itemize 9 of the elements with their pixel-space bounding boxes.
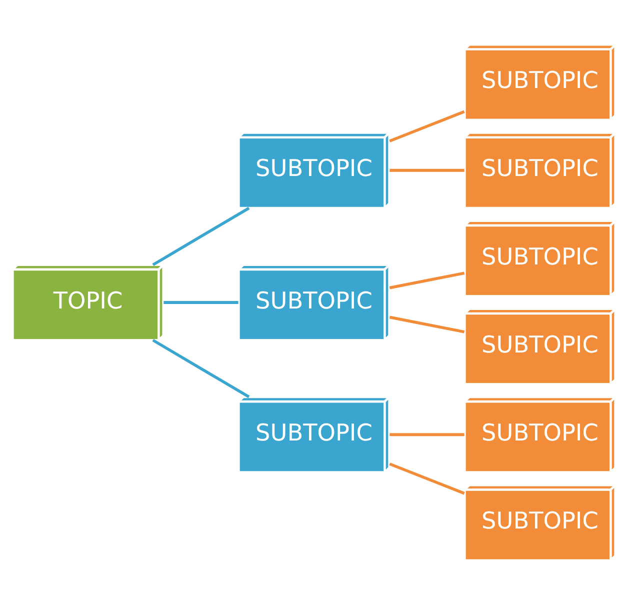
connector — [389, 462, 465, 494]
connector — [390, 432, 464, 436]
connector — [389, 271, 465, 289]
connector — [389, 315, 465, 333]
connector — [389, 110, 465, 142]
connector — [390, 168, 464, 172]
connector — [164, 300, 238, 304]
connector — [152, 338, 250, 398]
connector — [152, 206, 250, 266]
